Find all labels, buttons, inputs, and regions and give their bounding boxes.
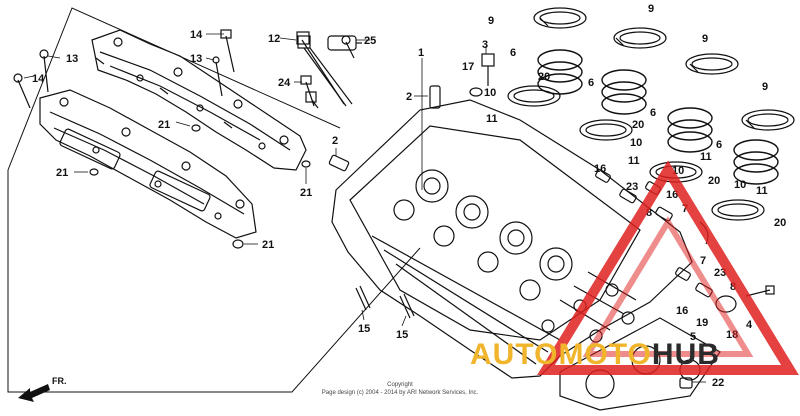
dowel-pin [679, 377, 693, 389]
copyright-line1: Copyright [387, 382, 413, 388]
callout-21: 21 [158, 119, 170, 131]
callout-10: 10 [484, 87, 496, 99]
watermark-triangle [537, 160, 799, 375]
callout-2: 2 [332, 135, 338, 147]
callout-11: 11 [486, 113, 498, 125]
callout-13: 13 [66, 53, 78, 65]
callout-21: 21 [300, 187, 312, 199]
front-arrow: FR. [18, 376, 67, 402]
callout-8: 8 [730, 281, 736, 293]
callout-4: 4 [746, 319, 753, 331]
callout-23: 23 [626, 181, 638, 193]
callout-6: 6 [510, 47, 516, 59]
callout-20: 20 [538, 71, 550, 83]
callout-13: 13 [190, 53, 202, 65]
callout-21: 21 [262, 239, 274, 251]
dowel-2 [328, 85, 441, 172]
svg-text:AUTOMOTOHUB: AUTOMOTOHUB [470, 338, 720, 371]
fitting-3-17 [469, 53, 495, 97]
callout-6: 6 [716, 139, 722, 151]
callout-11: 11 [756, 185, 768, 197]
callout-11: 11 [700, 151, 712, 163]
callout-9: 9 [762, 81, 768, 93]
watermark-logo: AUTOMOTOHUB [470, 338, 720, 371]
callout-20: 20 [632, 119, 644, 131]
watermark-auto: AUTO [470, 338, 558, 371]
callout-1: 1 [418, 47, 424, 59]
copyright: Copyright Page design (c) 2004 - 2014 by… [322, 382, 479, 396]
callout-14: 14 [32, 73, 45, 85]
callout-2: 2 [406, 91, 412, 103]
watermark-hub: HUB [652, 338, 720, 371]
bolts-left [13, 29, 355, 249]
studs-15 [355, 285, 415, 319]
leader-lines [23, 33, 706, 383]
callout-3: 3 [482, 39, 488, 51]
callout-16: 16 [666, 189, 678, 201]
callout-5: 5 [690, 331, 696, 343]
callout-16: 16 [676, 305, 688, 317]
lower-cam-holder [39, 89, 257, 239]
callout-16: 16 [594, 163, 606, 175]
callout-6: 6 [650, 107, 656, 119]
callout-7: 7 [700, 255, 706, 267]
bolt-24 [300, 75, 315, 107]
callout-14: 14 [190, 29, 203, 41]
callout-10: 10 [734, 179, 746, 191]
callout-10: 10 [630, 137, 642, 149]
callout-15: 15 [358, 323, 370, 335]
callout-8: 8 [646, 207, 652, 219]
upper-cam-holder [91, 29, 307, 171]
callout-11: 11 [628, 155, 640, 167]
callout-22: 22 [712, 377, 724, 389]
callout-24: 24 [278, 77, 291, 89]
callout-9: 9 [702, 33, 708, 45]
callout-20: 20 [774, 217, 786, 229]
insulator-clamps [507, 7, 795, 221]
callout-7: 7 [682, 203, 688, 215]
front-label: FR. [52, 376, 67, 386]
callout-25: 25 [364, 35, 376, 47]
watermark-moto: MOTO [558, 338, 651, 371]
callout-9: 9 [648, 3, 654, 15]
callout-labels: 13 14 14 13 21 21 21 21 12 25 24 1 2 2 1… [32, 3, 786, 389]
copyright-line2: Page design (c) 2004 - 2014 by ARI Netwo… [322, 390, 479, 396]
callout-12: 12 [268, 33, 280, 45]
callout-9: 9 [488, 15, 494, 27]
callout-21: 21 [56, 167, 68, 179]
callout-15: 15 [396, 329, 408, 341]
bolt-12-plug-25 [297, 35, 362, 107]
callout-20: 20 [708, 175, 720, 187]
cylinder-head [331, 99, 693, 379]
cam-holder-box [7, 7, 421, 393]
callout-17: 17 [462, 61, 474, 73]
callout-6: 6 [588, 77, 594, 89]
callout-19: 19 [696, 317, 708, 329]
